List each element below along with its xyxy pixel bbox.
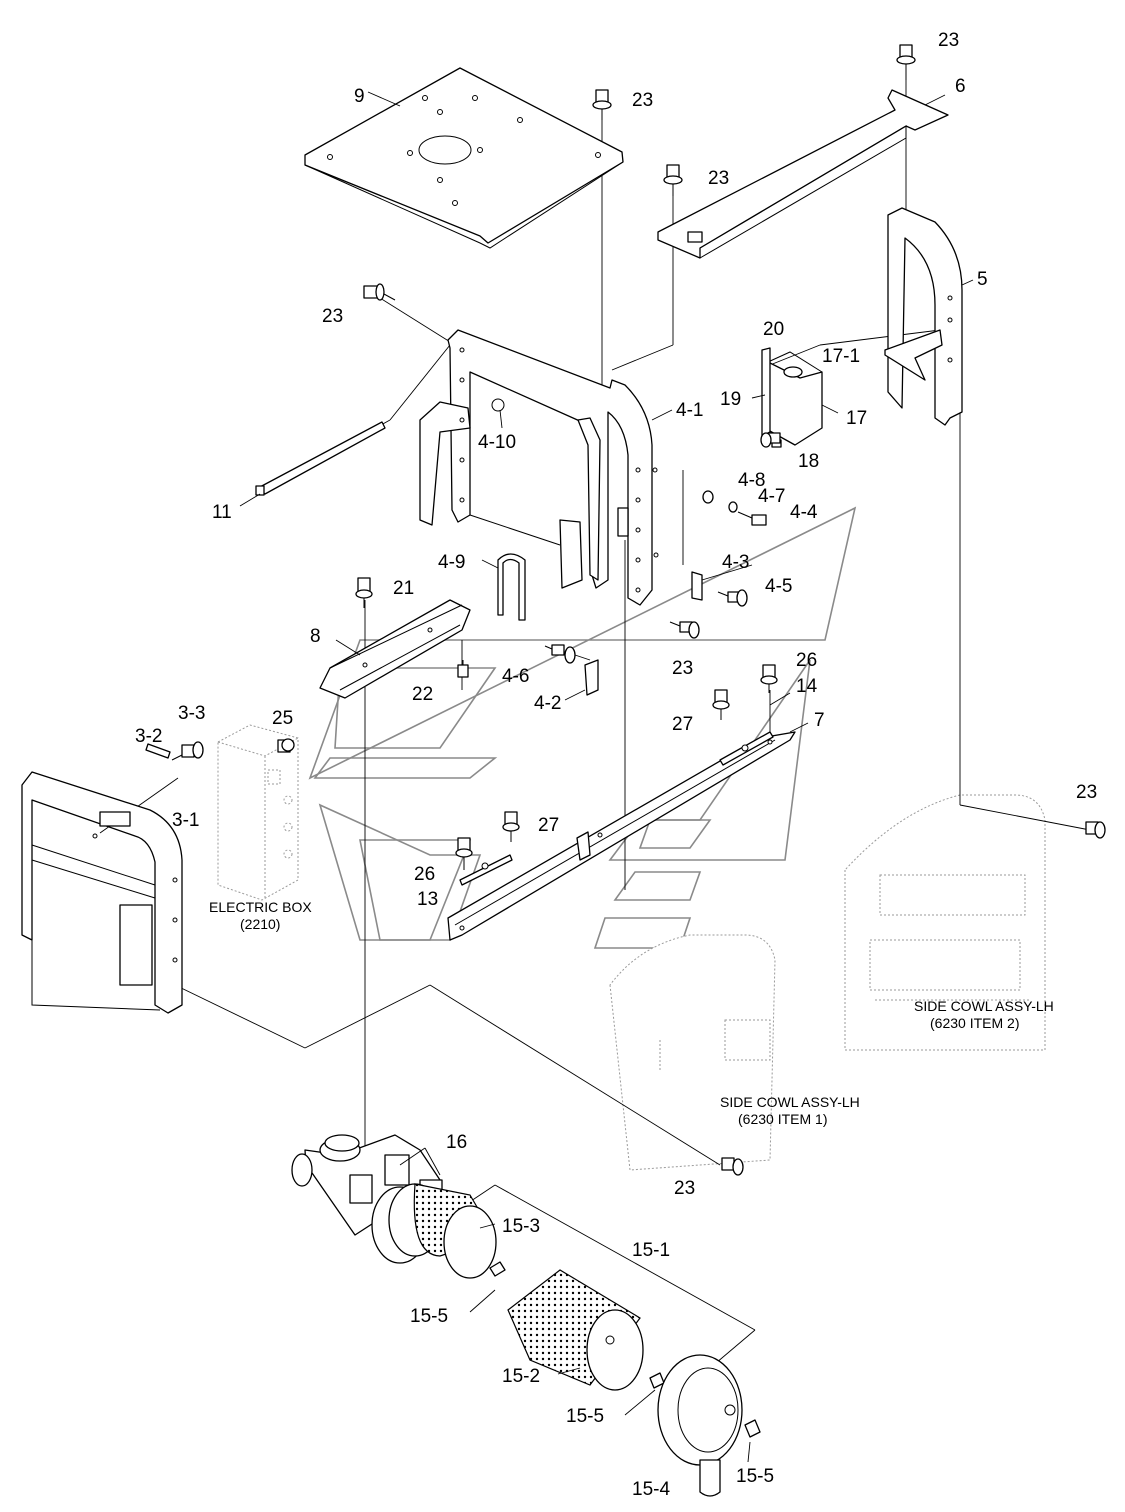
label-14: 14 <box>796 676 818 697</box>
label-9: 9 <box>354 86 365 107</box>
bolt-4-6 <box>544 644 576 664</box>
washer-4-8 <box>702 490 714 504</box>
label-6: 6 <box>955 76 966 97</box>
part-3-2-pin <box>145 743 171 759</box>
label-22: 22 <box>412 684 433 705</box>
watermark-logo <box>308 506 857 949</box>
label-16: 16 <box>446 1132 467 1153</box>
part-7-long-bar <box>447 722 809 941</box>
label-27-b: 27 <box>538 815 559 836</box>
side-cowl-item-2-caption-name: SIDE COWL ASSY-LH <box>914 998 1054 1014</box>
label-4-4: 4-4 <box>790 502 818 523</box>
label-26-b: 26 <box>414 864 435 885</box>
label-15-1: 15-1 <box>632 1240 670 1261</box>
electric-box-caption-name: ELECTRIC BOX <box>209 899 312 915</box>
bolt-23-d <box>363 283 396 301</box>
label-21: 21 <box>393 578 414 599</box>
label-3-3: 3-3 <box>178 703 205 724</box>
label-3-1: 3-1 <box>172 810 199 831</box>
label-27-a: 27 <box>672 714 693 735</box>
label-15-4: 15-4 <box>632 1479 670 1500</box>
label-4-3: 4-3 <box>722 552 749 573</box>
label-15-5-b: 15-5 <box>566 1406 604 1427</box>
label-4-10: 4-10 <box>478 432 516 453</box>
part-3-1-grille-frame <box>21 771 183 1014</box>
part-4-3-plate <box>691 564 753 601</box>
label-13: 13 <box>417 889 438 910</box>
bolt-4-4 <box>737 511 767 526</box>
bolt-25 <box>277 738 295 753</box>
label-17-1: 17-1 <box>822 346 860 367</box>
bolt-23-g <box>721 1157 744 1176</box>
bolt-27-a <box>712 689 730 720</box>
side-cowl-item-2 <box>844 794 1046 1051</box>
part-6-cross-bar <box>657 89 949 259</box>
part-17-reservoir-tank <box>751 347 839 448</box>
label-11: 11 <box>212 502 232 523</box>
part-labels: 9 6 23 23 23 5 23 20 17-1 19 17 18 4-1 4… <box>135 30 1097 1500</box>
bolt-23-a <box>896 44 916 80</box>
washer-4-7 <box>728 501 738 513</box>
label-23-f: 23 <box>1076 782 1097 803</box>
label-20: 20 <box>763 319 784 340</box>
part-4-2-plate <box>564 659 599 701</box>
part-8-lower-bracket <box>319 599 471 699</box>
bolt-23-e <box>669 621 700 639</box>
label-25: 25 <box>272 708 293 729</box>
bolt-23-b <box>592 89 612 120</box>
part-13-clamp <box>459 854 513 886</box>
label-4-7: 4-7 <box>758 486 785 507</box>
electric-box <box>217 724 299 901</box>
part-4-9-u-bolt <box>481 553 526 621</box>
label-4-5: 4-5 <box>765 576 792 597</box>
label-4-8: 4-8 <box>738 470 765 491</box>
part-5-bracket <box>884 207 974 426</box>
label-15-3: 15-3 <box>502 1216 540 1237</box>
bolt-23-f <box>1085 821 1106 839</box>
bolt-18 <box>760 432 781 448</box>
bolt-21 <box>355 577 373 608</box>
part-15-air-cleaner <box>291 1134 761 1497</box>
bolt-4-5 <box>717 589 748 607</box>
label-4-9: 4-9 <box>438 552 465 573</box>
label-7: 7 <box>814 710 825 731</box>
label-15-2: 15-2 <box>502 1366 540 1387</box>
label-23-b: 23 <box>632 90 653 111</box>
part-4-1-main-frame <box>419 329 673 606</box>
label-23-d: 23 <box>322 306 343 327</box>
label-23-c: 23 <box>708 168 729 189</box>
bolt-27-b <box>502 811 520 842</box>
side-cowl-item-2-caption-ref: (6230 ITEM 2) <box>930 1015 1019 1031</box>
label-18: 18 <box>798 451 819 472</box>
label-23-a: 23 <box>938 30 959 51</box>
label-15-5-c: 15-5 <box>736 1466 774 1487</box>
label-19: 19 <box>720 389 741 410</box>
bolt-22 <box>457 660 469 678</box>
side-cowl-item-1-caption-name: SIDE COWL ASSY-LH <box>720 1094 860 1110</box>
label-3-2: 3-2 <box>135 726 162 747</box>
bolt-26-b <box>455 837 473 870</box>
bolt-26-a <box>760 664 778 693</box>
label-4-2: 4-2 <box>534 693 561 714</box>
label-26-a: 26 <box>796 650 817 671</box>
label-4-6: 4-6 <box>502 666 529 687</box>
label-17: 17 <box>846 408 867 429</box>
label-4-1: 4-1 <box>676 400 703 421</box>
label-23-g: 23 <box>674 1178 695 1199</box>
label-5: 5 <box>977 269 988 290</box>
part-14-clamp <box>719 692 791 766</box>
side-cowl-item-1 <box>609 934 776 1171</box>
part-9-top-plate <box>304 67 624 249</box>
label-8: 8 <box>310 626 321 647</box>
captions: ELECTRIC BOX (2210) SIDE COWL ASSY-LH (6… <box>209 899 1054 1127</box>
part-11-stay-bar <box>239 421 386 507</box>
label-23-e: 23 <box>672 658 693 679</box>
bolt-23-c <box>663 164 683 196</box>
bolt-group <box>171 44 1106 1176</box>
bolt-3-3 <box>171 741 204 761</box>
label-15-5-a: 15-5 <box>410 1306 448 1327</box>
electric-box-caption-ref: (2210) <box>240 916 280 932</box>
side-cowl-item-1-caption-ref: (6230 ITEM 1) <box>738 1111 827 1127</box>
